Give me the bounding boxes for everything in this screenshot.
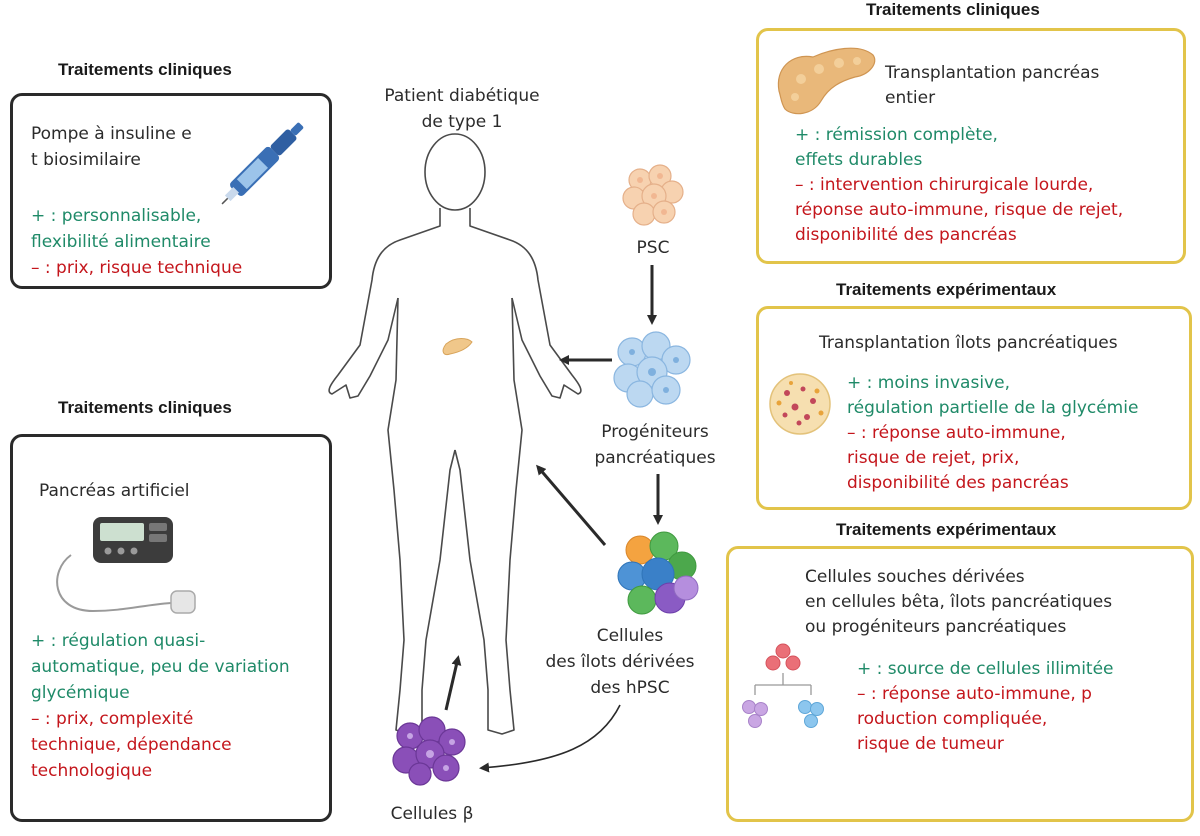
stemcell-con-line3: risque de tumeur	[857, 734, 1004, 754]
transplant-title-line1: Transplantation pancréas	[885, 63, 1100, 83]
pump-panel-header: Traitements cliniques	[58, 60, 232, 79]
pump-title-line1: Pompe à insuline e	[31, 124, 192, 144]
artificial-con-line2: technique, dépendance	[31, 735, 232, 755]
arrow-islets-to-beta	[479, 704, 621, 773]
transplant-con-line3: disponibilité des pancréas	[795, 225, 1017, 245]
islet-cluster-icon	[769, 373, 831, 435]
islet-title: Transplantation îlots pancréatiques	[819, 333, 1118, 353]
pump-panel: Pompe à insuline e t biosimilaire + : pe…	[10, 93, 332, 289]
stemcell-pro-line1: + : source de cellules illimitée	[857, 659, 1114, 679]
artificial-pro-line3: glycémique	[31, 683, 130, 703]
stemcell-title-line3: ou progéniteurs pancréatiques	[805, 617, 1067, 637]
pump-con-line1: – : prix, risque technique	[31, 258, 243, 278]
pancreas-icon	[777, 47, 876, 115]
artificial-con-line1: – : prix, complexité	[31, 709, 194, 729]
islet-con-line1: – : réponse auto-immune,	[847, 423, 1066, 443]
pump-pro-line1: + : personnalisable,	[31, 206, 202, 226]
islet-con-line3: disponibilité des pancréas	[847, 473, 1069, 493]
patient-label-line1: Patient diabétique	[384, 86, 540, 106]
artificial-title: Pancréas artificiel	[39, 481, 190, 501]
pump-title-line2: t biosimilaire	[31, 150, 141, 170]
transplant-pro-line2: effets durables	[795, 150, 923, 170]
transplant-panel-header: Traitements cliniques	[866, 0, 1040, 19]
islet-pro-line2: régulation partielle de la glycémie	[847, 398, 1139, 418]
progenitors-label-line2: pancréatiques	[594, 448, 716, 468]
stemcell-panel-header: Traitements expérimentaux	[836, 520, 1057, 539]
transplant-con-line1: – : intervention chirurgicale lourde,	[795, 175, 1094, 195]
arrow-islets-to-patient	[536, 464, 607, 546]
stemcell-title-line2: en cellules bêta, îlots pancréatiques	[805, 592, 1113, 612]
human-body-outline	[328, 133, 582, 735]
pump-pro-line2: flexibilité alimentaire	[31, 232, 211, 252]
stemcell-title-line1: Cellules souches dérivées	[805, 567, 1025, 587]
artificial-pro-line2: automatique, peu de variation	[31, 657, 290, 677]
insulin-pump-device-icon	[56, 517, 196, 614]
artificial-pro-line1: + : régulation quasi-	[31, 631, 206, 651]
progenitors-label-line1: Progéniteurs	[601, 422, 709, 442]
progenitor-cells-icon	[613, 331, 691, 408]
beta-cells-icon	[392, 716, 466, 786]
hpsc-islet-cells-icon	[617, 531, 699, 615]
transplant-pro-line1: + : rémission complète,	[795, 125, 998, 145]
islet-con-line2: risque de rejet, prix,	[847, 448, 1020, 468]
cell-differentiation-icon	[742, 643, 824, 728]
artificial-panel-header: Traitements cliniques	[58, 398, 232, 417]
islet-panel-header: Traitements expérimentaux	[836, 280, 1057, 299]
transplant-title-line2: entier	[885, 88, 936, 108]
islet-pro-line1: + : moins invasive,	[847, 373, 1010, 393]
beta-label: Cellules β	[390, 804, 474, 824]
artificial-panel: Pancréas artificiel + : régulation quasi…	[10, 434, 332, 822]
insulin-pen-icon	[221, 122, 304, 205]
stemcell-panel: Cellules souches dérivées en cellules bê…	[726, 546, 1194, 822]
patient-label-line2: de type 1	[421, 112, 503, 132]
transplant-con-line2: réponse auto-immune, risque de rejet,	[795, 200, 1124, 220]
islet-panel: Transplantation îlots pancréatiques + : …	[756, 306, 1192, 510]
psc-cells-icon	[622, 164, 684, 226]
transplant-panel: Transplantation pancréas entier + : rémi…	[756, 28, 1186, 264]
artificial-con-line3: technologique	[31, 761, 153, 781]
islets-label-line3: des hPSC	[590, 678, 670, 698]
stemcell-con-line2: roduction compliquée,	[857, 709, 1048, 729]
stemcell-con-line1: – : réponse auto-immune, p	[857, 684, 1092, 704]
islets-label-line1: Cellules	[596, 626, 664, 646]
arrow-beta-to-patient	[444, 655, 462, 711]
psc-label: PSC	[636, 238, 670, 258]
body-pancreas-icon	[442, 338, 473, 355]
islets-label-line2: des îlots dérivées	[545, 652, 695, 672]
